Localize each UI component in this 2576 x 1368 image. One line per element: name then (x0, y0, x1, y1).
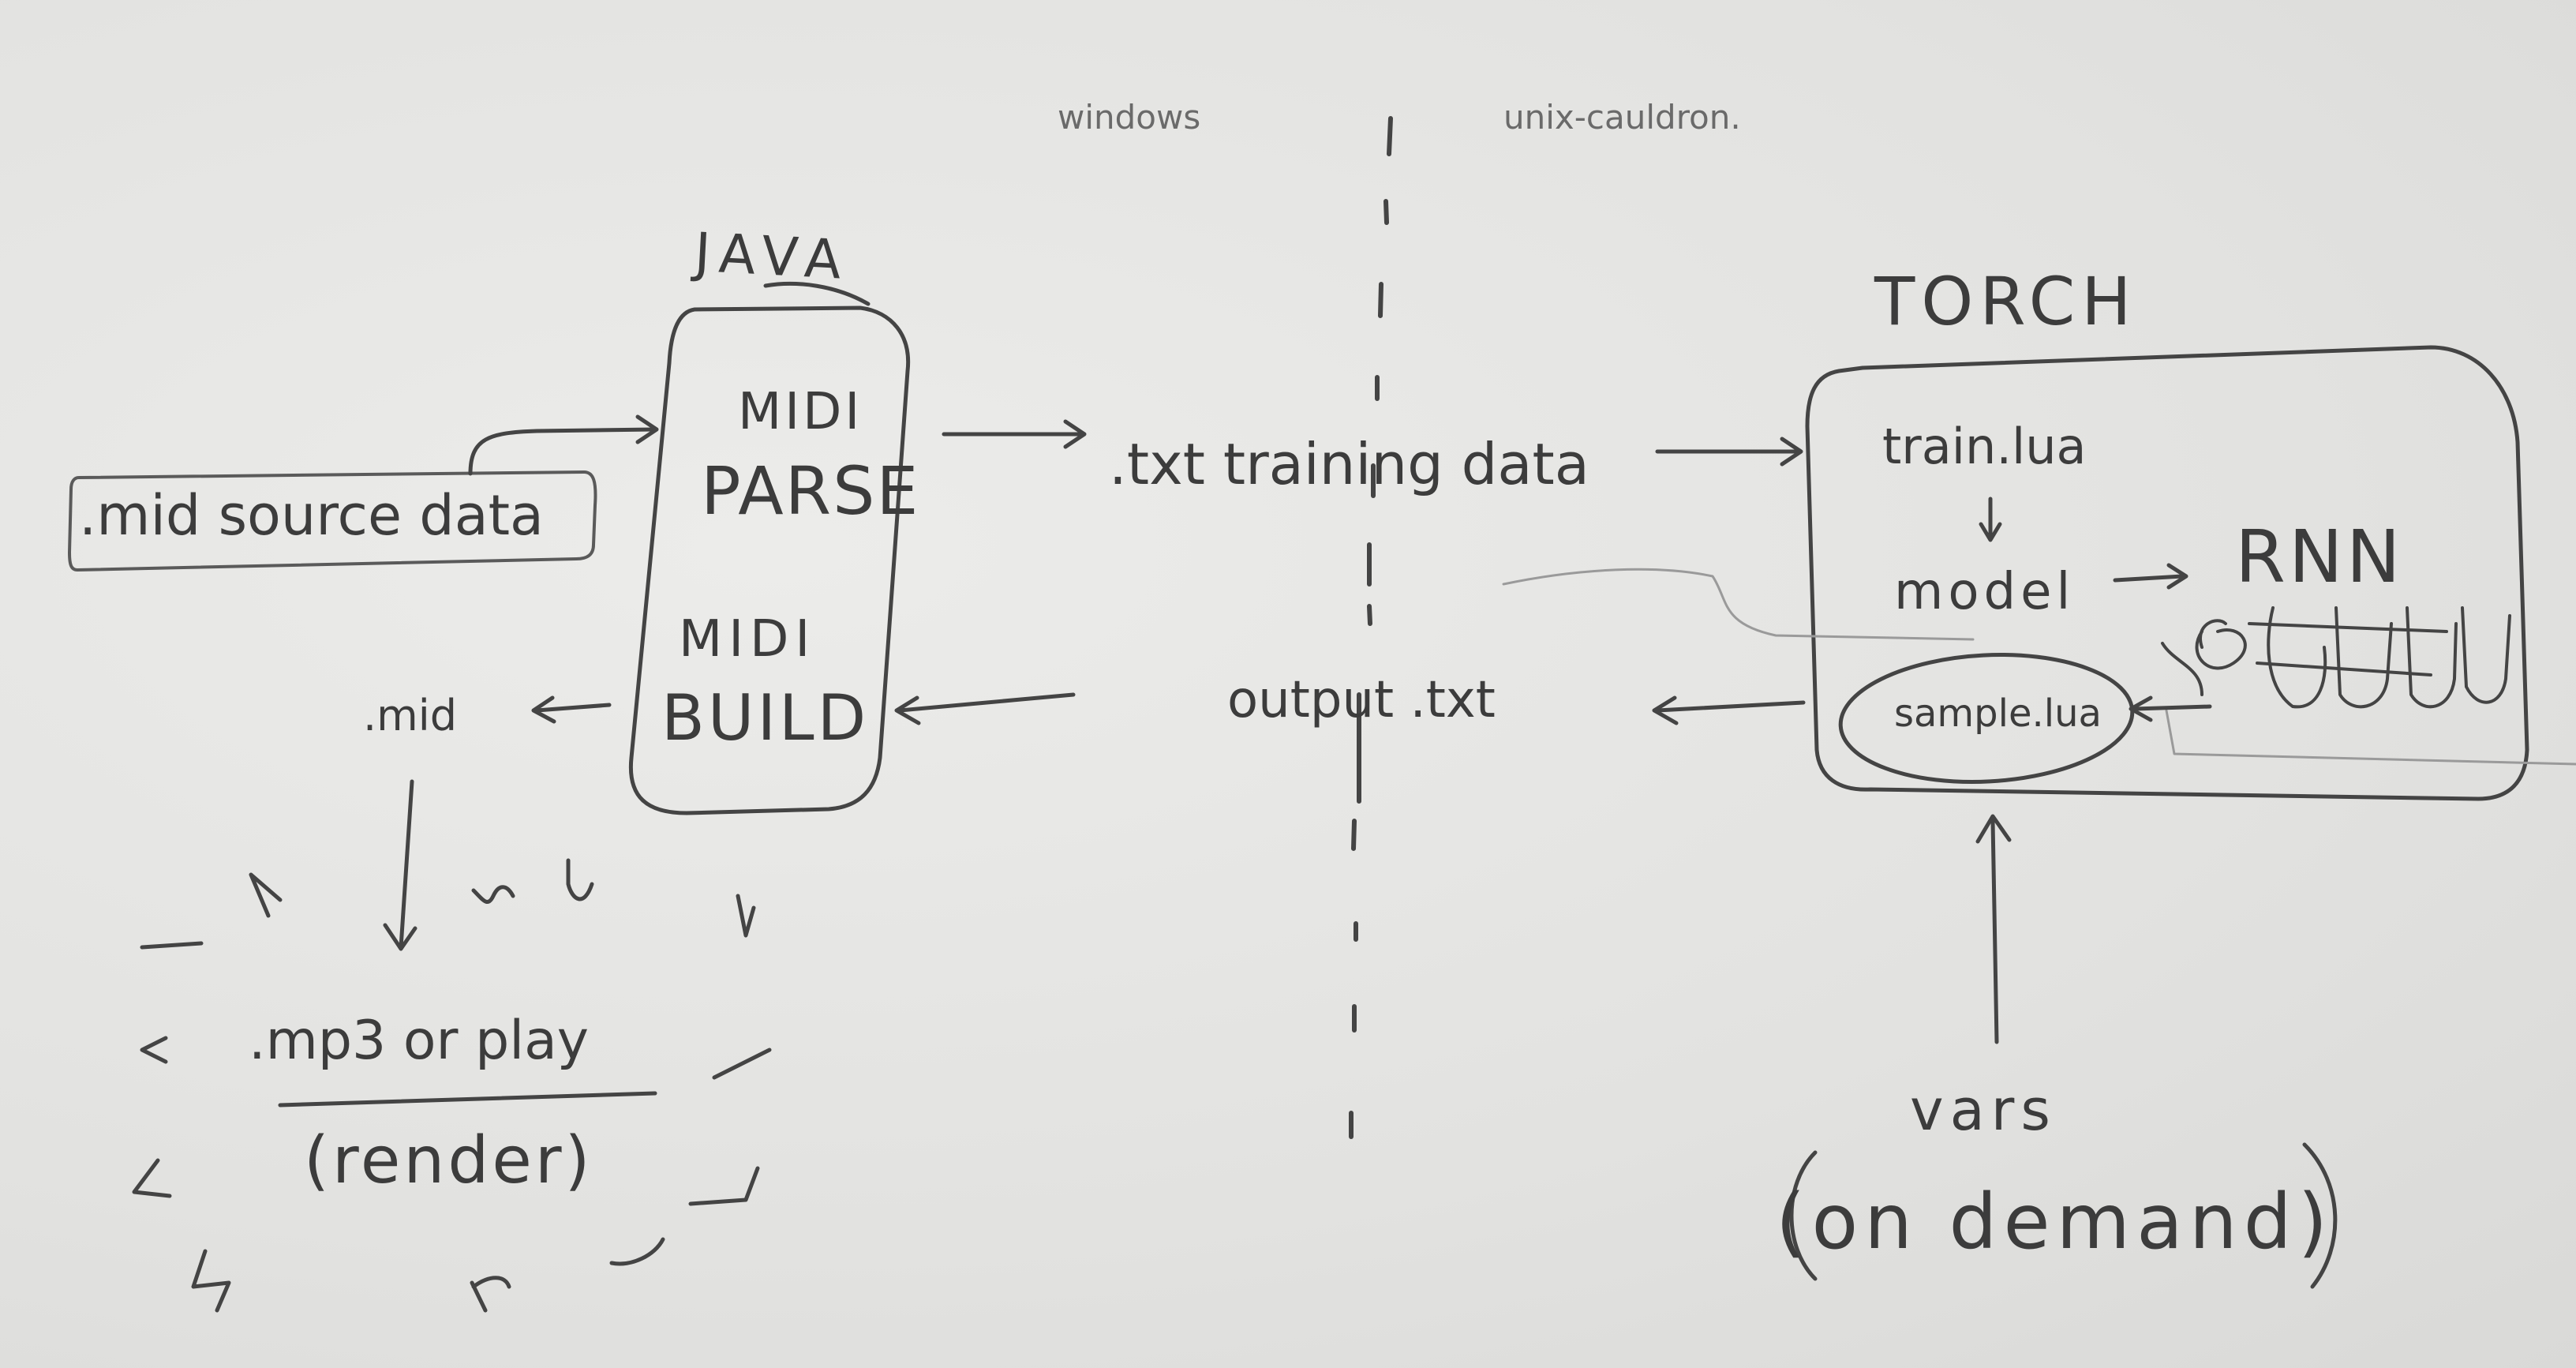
arrow-output-to-build (897, 692, 1076, 713)
torch-box (1805, 345, 2529, 801)
unix-label: unix-cauldron. (1503, 98, 1741, 137)
midi-build-line1: MIDI (679, 610, 817, 669)
arrow-mid-to-render (399, 779, 414, 950)
pencil-streak (1502, 568, 1975, 641)
arrow-source-to-parse (468, 427, 657, 476)
paren-right (2302, 1142, 2338, 1289)
java-underline (763, 281, 871, 306)
sound-squiggles (132, 858, 772, 1313)
arrow-vars-to-sample (1990, 819, 1999, 1044)
divider-line (1349, 116, 1393, 1139)
sample-lua-label: sample.lua (1894, 691, 2102, 736)
arrow-build-to-mid (534, 703, 612, 713)
train-lua-label: train.lua (1882, 418, 2087, 475)
midi-build-line2: BUILD (661, 681, 870, 755)
output-txt-label: output .txt (1227, 671, 1496, 729)
mid-output-label: .mid (363, 691, 458, 740)
midi-parse-line2: PARSE (701, 452, 920, 530)
arrow-sample-to-output (1655, 700, 1806, 713)
java-heading: JAVA (693, 221, 852, 293)
torch-heading: TORCH (1874, 263, 2138, 340)
windows-label: windows (1058, 98, 1201, 137)
training-data-label: .txt training data (1109, 431, 1589, 497)
render-underline (278, 1091, 657, 1108)
on-demand-label: (on demand) (1776, 1178, 2334, 1266)
java-box (628, 305, 911, 815)
arrow-model-to-rnn (2113, 574, 2185, 583)
rnn-loops (2161, 606, 2511, 709)
source-box (68, 470, 597, 572)
source-data-label: .mid source data (79, 483, 544, 548)
model-label: model (1894, 563, 2076, 621)
render-line1: .mp3 or play (249, 1010, 590, 1072)
vars-label: vars (1910, 1077, 2057, 1143)
paren-left (1789, 1150, 1818, 1281)
rnn-label: RNN (2235, 515, 2404, 599)
render-line2: (render) (304, 1123, 593, 1198)
arrow-rnn-to-sample (2132, 704, 2212, 711)
midi-parse-line1: MIDI (738, 383, 863, 441)
